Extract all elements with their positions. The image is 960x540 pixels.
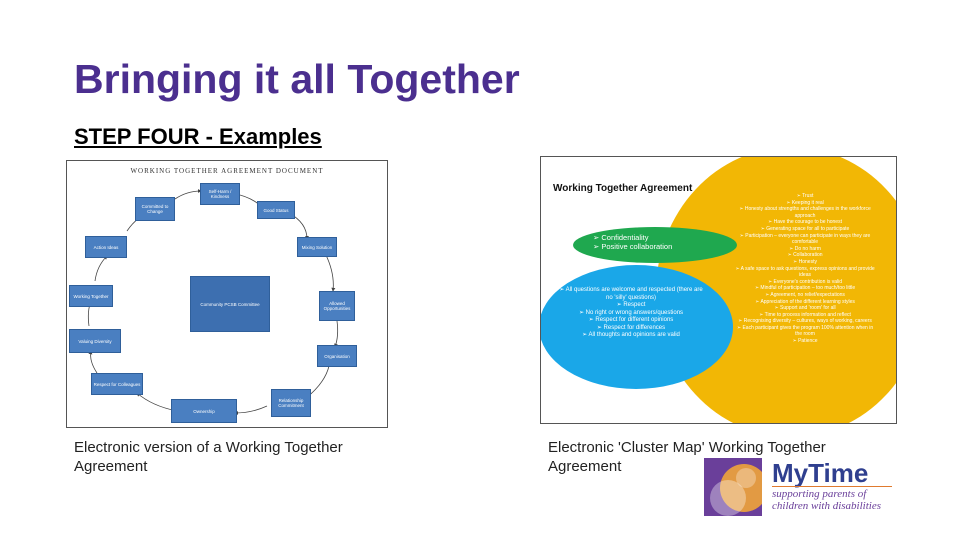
yellow-item: ➢ Generating space for all to participat… [760, 225, 850, 232]
yellow-item: ➢ Patience [792, 338, 818, 345]
diagram-node: Committed to Change [135, 197, 175, 221]
logo-divider [772, 486, 892, 487]
mytime-logo: MyTime supporting parents of children wi… [704, 458, 898, 516]
yellow-item: ➢ Everyone's contribution is valid [767, 278, 843, 285]
diagram-node: Self-Harm / Kindness [200, 183, 240, 205]
blue-item: ➢ All questions are welcome and respecte… [559, 287, 703, 301]
diagram-node: Respect for Colleagues [91, 373, 143, 395]
cluster-map-bubbles [541, 157, 896, 423]
yellow-item: ➢ Appreciation of the different learning… [755, 298, 855, 305]
green-cluster [573, 227, 737, 263]
yellow-items: ➢ Trust ➢ Keeping it real ➢ Honesty abou… [733, 193, 877, 345]
yellow-item: ➢ Honesty about strengths and challenges… [739, 206, 871, 219]
yellow-item: ➢ Agreement, no relief/expectations [765, 291, 845, 298]
blue-item: ➢ No right or wrong answers/questions [578, 309, 684, 316]
right-caption: Electronic 'Cluster Map' Working Togethe… [548, 439, 826, 475]
green-item: ➢ Confidentiality [593, 233, 649, 242]
left-caption: Electronic version of a Working Together… [74, 439, 343, 475]
green-items: ➢ Confidentiality ➢ Positive collaborati… [593, 233, 723, 251]
blue-item: ➢ Respect for different opinions [588, 317, 674, 323]
diagram-node: Working Together [69, 285, 113, 307]
yellow-item: ➢ Honesty [793, 258, 817, 265]
green-item: ➢ Positive collaboration [593, 242, 673, 251]
yellow-item: ➢ Do no harm [789, 245, 821, 252]
logo-mark-icon [704, 458, 762, 516]
diagram-node: Valuing Diversity [69, 329, 121, 353]
logo-tagline: supporting parents of children with disa… [772, 488, 881, 512]
yellow-item: ➢ Each participant gives the program 100… [736, 324, 874, 338]
diagram-node: Ownership [171, 399, 237, 423]
cluster-map-title: Working Together Agreement [553, 183, 693, 194]
yellow-item: ➢ Support and 'room' for all [774, 305, 836, 312]
diagram-node: Mixing Solution [297, 237, 337, 257]
blue-items: ➢ All questions are welcome and respecte… [556, 287, 706, 340]
yellow-item: ➢ Collaboration [787, 252, 823, 259]
diagram-node: Allowed Opportunities [319, 291, 355, 321]
logo-name: MyTime [772, 458, 869, 488]
diagram-center-node: Community PCSB Committee [190, 276, 270, 332]
yellow-item: ➢ Participation – everyone can participa… [739, 232, 871, 246]
yellow-item: ➢ Recognising diversity – cultures, ways… [738, 318, 872, 325]
working-together-diagram: WORKING TOGETHER AGREEMENT DOCUMENT Self… [66, 160, 388, 428]
yellow-item: ➢ Mindful of participation – too much/to… [754, 285, 856, 292]
yellow-item: ➢ Time to process information and reflec… [759, 311, 851, 318]
yellow-item: ➢ Trust [796, 193, 814, 199]
diagram-node: Organisation [317, 345, 357, 367]
cluster-map: Working Together Agreement ➢ Confidentia… [540, 156, 897, 424]
blue-item: ➢ All thoughts and opinions are valid [582, 332, 680, 338]
slide-title: Bringing it all Together [74, 56, 520, 102]
diagram-title: WORKING TOGETHER AGREEMENT DOCUMENT [130, 167, 324, 175]
yellow-item: ➢ A safe space to ask questions, express… [735, 265, 875, 279]
blue-cluster [541, 265, 733, 389]
slide-subtitle: STEP FOUR - Examples [74, 124, 322, 149]
yellow-item: ➢ Keeping it real [786, 199, 824, 206]
diagram-node: Action Ideas [85, 236, 127, 258]
diagram-node: Good Status [257, 201, 295, 219]
blue-item: ➢ Respect [616, 302, 646, 308]
yellow-item: ➢ Have the courage to be honest [768, 219, 842, 226]
blue-item: ➢ Respect for differences [596, 324, 666, 331]
diagram-node: Relationship Commitment [271, 389, 311, 417]
